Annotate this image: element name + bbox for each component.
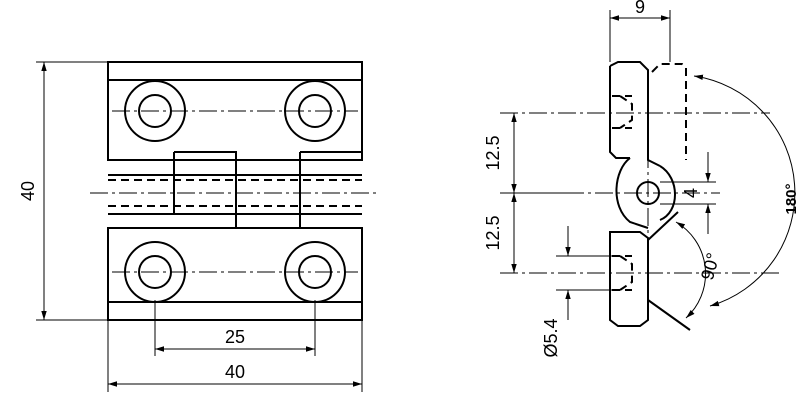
angle-180-label: 180° (783, 183, 800, 214)
height-dimension: 40 (18, 61, 108, 321)
pin-diameter-label: 4 (681, 188, 701, 198)
hole-spacing-label: 25 (225, 327, 245, 347)
side-lower-leaf (609, 231, 649, 327)
pin-hidden-line (108, 179, 362, 207)
half-height-upper-label: 12.5 (483, 135, 503, 170)
width-dimension-label: 40 (225, 362, 245, 382)
angle-90-label: 90° (697, 251, 723, 282)
thickness-dimension: 9 (609, 0, 671, 62)
knuckle-segments (173, 151, 362, 228)
hole-diameter-dimension: Ø5.4 (541, 226, 612, 358)
height-dimension-label: 40 (18, 181, 38, 201)
thickness-label: 9 (635, 0, 645, 17)
side-leaf-open-position (651, 63, 687, 160)
lower-leaf-outline (107, 227, 363, 321)
side-leaf-90-position (647, 211, 691, 331)
hole-spacing-dimension: 25 (154, 300, 316, 356)
side-view: 9 12.5 12.5 4 Ø5.4 180 (483, 0, 800, 358)
front-view: 40 25 40 (18, 61, 380, 392)
width-dimension: 40 (107, 320, 363, 392)
side-upper-leaf (609, 61, 661, 167)
half-height-dimension: 12.5 12.5 (483, 113, 566, 273)
angle-180-dimension: 180° (693, 74, 800, 307)
side-countersink-lower (612, 255, 633, 291)
hole-diameter-label: Ø5.4 (541, 318, 561, 357)
half-height-lower-label: 12.5 (483, 215, 503, 250)
side-knuckle (615, 157, 676, 229)
side-countersink-upper (612, 95, 633, 129)
